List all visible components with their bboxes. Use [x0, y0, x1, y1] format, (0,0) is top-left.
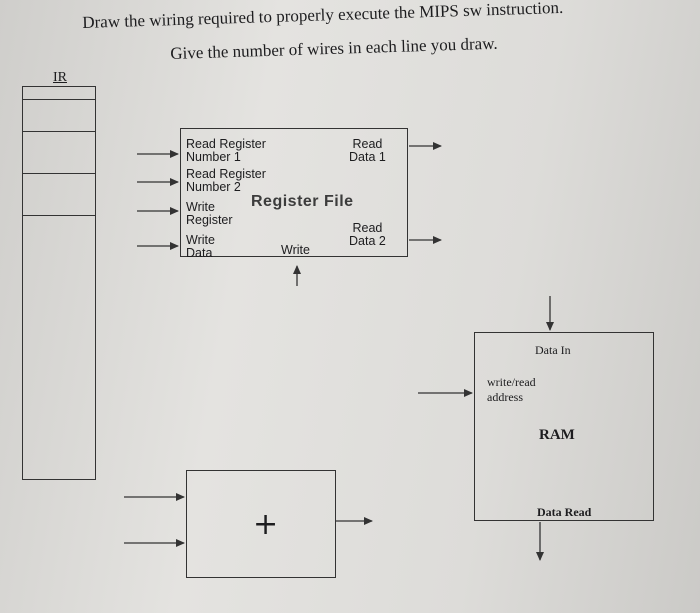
read-register-2-label: Read Register Number 2 — [186, 167, 266, 194]
adder-box: + — [186, 470, 336, 578]
register-file-box: Read Register Number 1 Read Register Num… — [180, 128, 408, 260]
ir-field-divider — [23, 131, 95, 132]
read-register-1-label: Read Register Number 1 — [186, 137, 266, 164]
ir-label: IR — [53, 70, 67, 85]
data-in-label: Data In — [535, 343, 571, 357]
register-file-title: Register File — [251, 193, 354, 210]
write-register-label: Write Register — [186, 200, 233, 227]
ir-field-divider — [23, 215, 95, 216]
address-label: write/read address — [487, 375, 536, 404]
write-data-label: Write Data — [186, 233, 215, 260]
ir-field-divider — [23, 173, 95, 174]
ram-box: Data In write/read address RAM Data Read — [474, 332, 654, 521]
adder-plus-symbol: + — [253, 507, 279, 542]
read-data-2-label: Read Data 2 — [349, 221, 386, 248]
instruction-register-box — [22, 86, 96, 480]
data-read-label: Data Read — [537, 505, 592, 519]
ram-title: RAM — [539, 427, 575, 443]
ir-field-divider — [23, 99, 95, 100]
write-control-label: Write — [281, 243, 310, 257]
read-data-1-label: Read Data 1 — [349, 137, 386, 164]
